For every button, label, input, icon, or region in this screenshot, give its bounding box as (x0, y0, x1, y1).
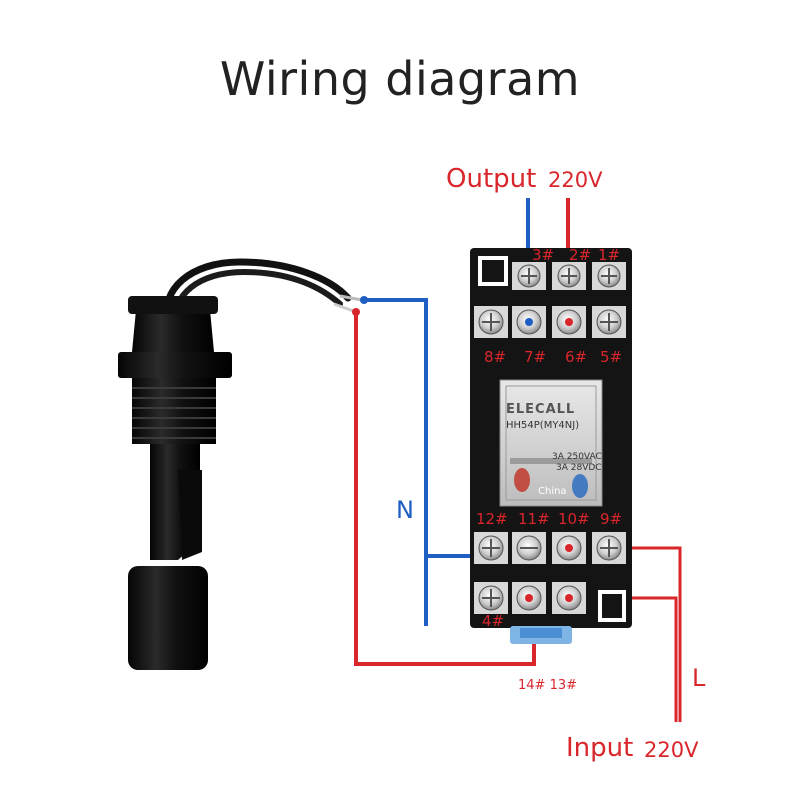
pin-12-label: 12# (476, 510, 508, 528)
pin-14-13-label: 14# 13# (518, 678, 578, 693)
pin-8-label: 8# (484, 348, 507, 366)
terminal-row-upper (474, 306, 626, 338)
diagram-title: Wiring diagram (219, 52, 581, 106)
terminal-row-lower (474, 532, 626, 564)
relay-brand: ELECALL (506, 402, 576, 417)
pin-11-label: 11# (518, 510, 550, 528)
neutral-label: N (396, 496, 414, 524)
relay-origin: China (538, 486, 567, 497)
terminal-screws (474, 262, 626, 614)
pin-5-label: 5# (600, 348, 623, 366)
relay-rating-dc: 3A 28VDC (556, 463, 602, 473)
pin-10-label: 10# (558, 510, 590, 528)
pin-6-label: 6# (565, 348, 588, 366)
neutral-wire (364, 298, 428, 626)
output-label: Output (446, 164, 537, 194)
relay-module (499, 379, 603, 507)
sensor-cable (163, 258, 352, 326)
pin-3-label: 3# (532, 246, 555, 264)
terminal-row-bottom (474, 582, 586, 614)
pin-4-label: 4# (482, 612, 505, 630)
pin-9-label: 9# (600, 510, 623, 528)
live-label: L (692, 664, 706, 692)
output-voltage: 220V (548, 168, 603, 192)
pin-1-label: 1# (598, 246, 621, 264)
terminal-row-top (512, 262, 626, 290)
pin-7-label: 7# (524, 348, 547, 366)
pin-2-label: 2# (569, 246, 592, 264)
input-voltage: 220V (644, 738, 699, 762)
relay-model: HH54P(MY4NJ) (506, 420, 580, 431)
float-switch-sensor (118, 258, 363, 670)
input-label: Input (566, 733, 634, 763)
relay-rating-ac: 3A 250VAC (552, 452, 602, 462)
